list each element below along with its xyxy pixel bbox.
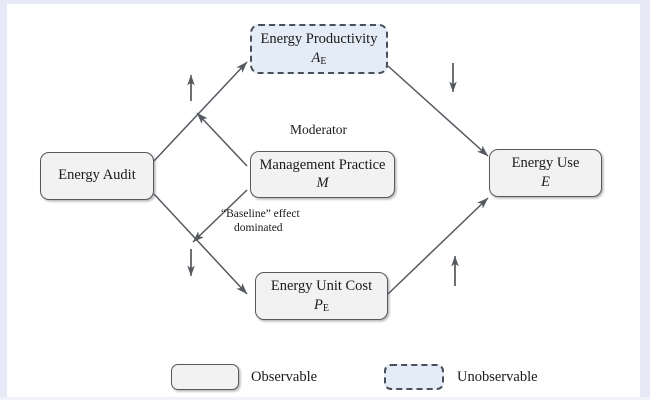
- node-energy-productivity-title: Energy Productivity: [260, 31, 378, 48]
- node-energy-productivity[interactable]: Energy Productivity AE: [250, 24, 388, 74]
- baseline-effect-label-line1: “Baseline” effect: [221, 208, 300, 220]
- edge-productivity-to-energyuse: [387, 65, 489, 157]
- edge-unitcost-to-energyuse: [387, 197, 489, 295]
- node-energy-unit-cost-title: Energy Unit Cost: [270, 278, 373, 295]
- node-management-practice-title: Management Practice: [259, 156, 386, 173]
- diagram-area: Energy Audit Energy Productivity AE Mana…: [7, 4, 640, 397]
- node-energy-use-title: Energy Use: [511, 155, 580, 172]
- node-energy-productivity-symbol: AE: [311, 49, 327, 67]
- legend-swatch-observable: [171, 364, 239, 390]
- baseline-effect-label-line2: dominated: [234, 222, 283, 234]
- page-margin-right: [640, 0, 650, 400]
- edge-management-to-upper-path: [196, 112, 248, 167]
- node-energy-unit-cost-symbol: PE: [314, 296, 329, 314]
- node-management-practice-symbol: M: [316, 175, 329, 191]
- edge-audit-to-productivity: [153, 61, 248, 162]
- page-margin-bottom: [0, 397, 650, 400]
- legend-swatch-unobservable: [384, 364, 444, 390]
- node-energy-unit-cost[interactable]: Energy Unit Cost PE: [255, 272, 388, 320]
- node-energy-audit-title: Energy Audit: [58, 167, 136, 184]
- node-energy-use-symbol: E: [541, 173, 550, 190]
- legend-label-observable: Observable: [251, 369, 318, 385]
- node-energy-audit[interactable]: Energy Audit: [40, 152, 154, 200]
- legend-label-unobservable: Unobservable: [457, 369, 538, 385]
- node-management-practice[interactable]: Management Practice M: [250, 151, 395, 198]
- node-energy-use[interactable]: Energy Use E: [489, 149, 602, 197]
- page-margin-left: [0, 0, 7, 400]
- moderator-label: Moderator: [290, 122, 347, 137]
- page-margin-top: [0, 0, 650, 4]
